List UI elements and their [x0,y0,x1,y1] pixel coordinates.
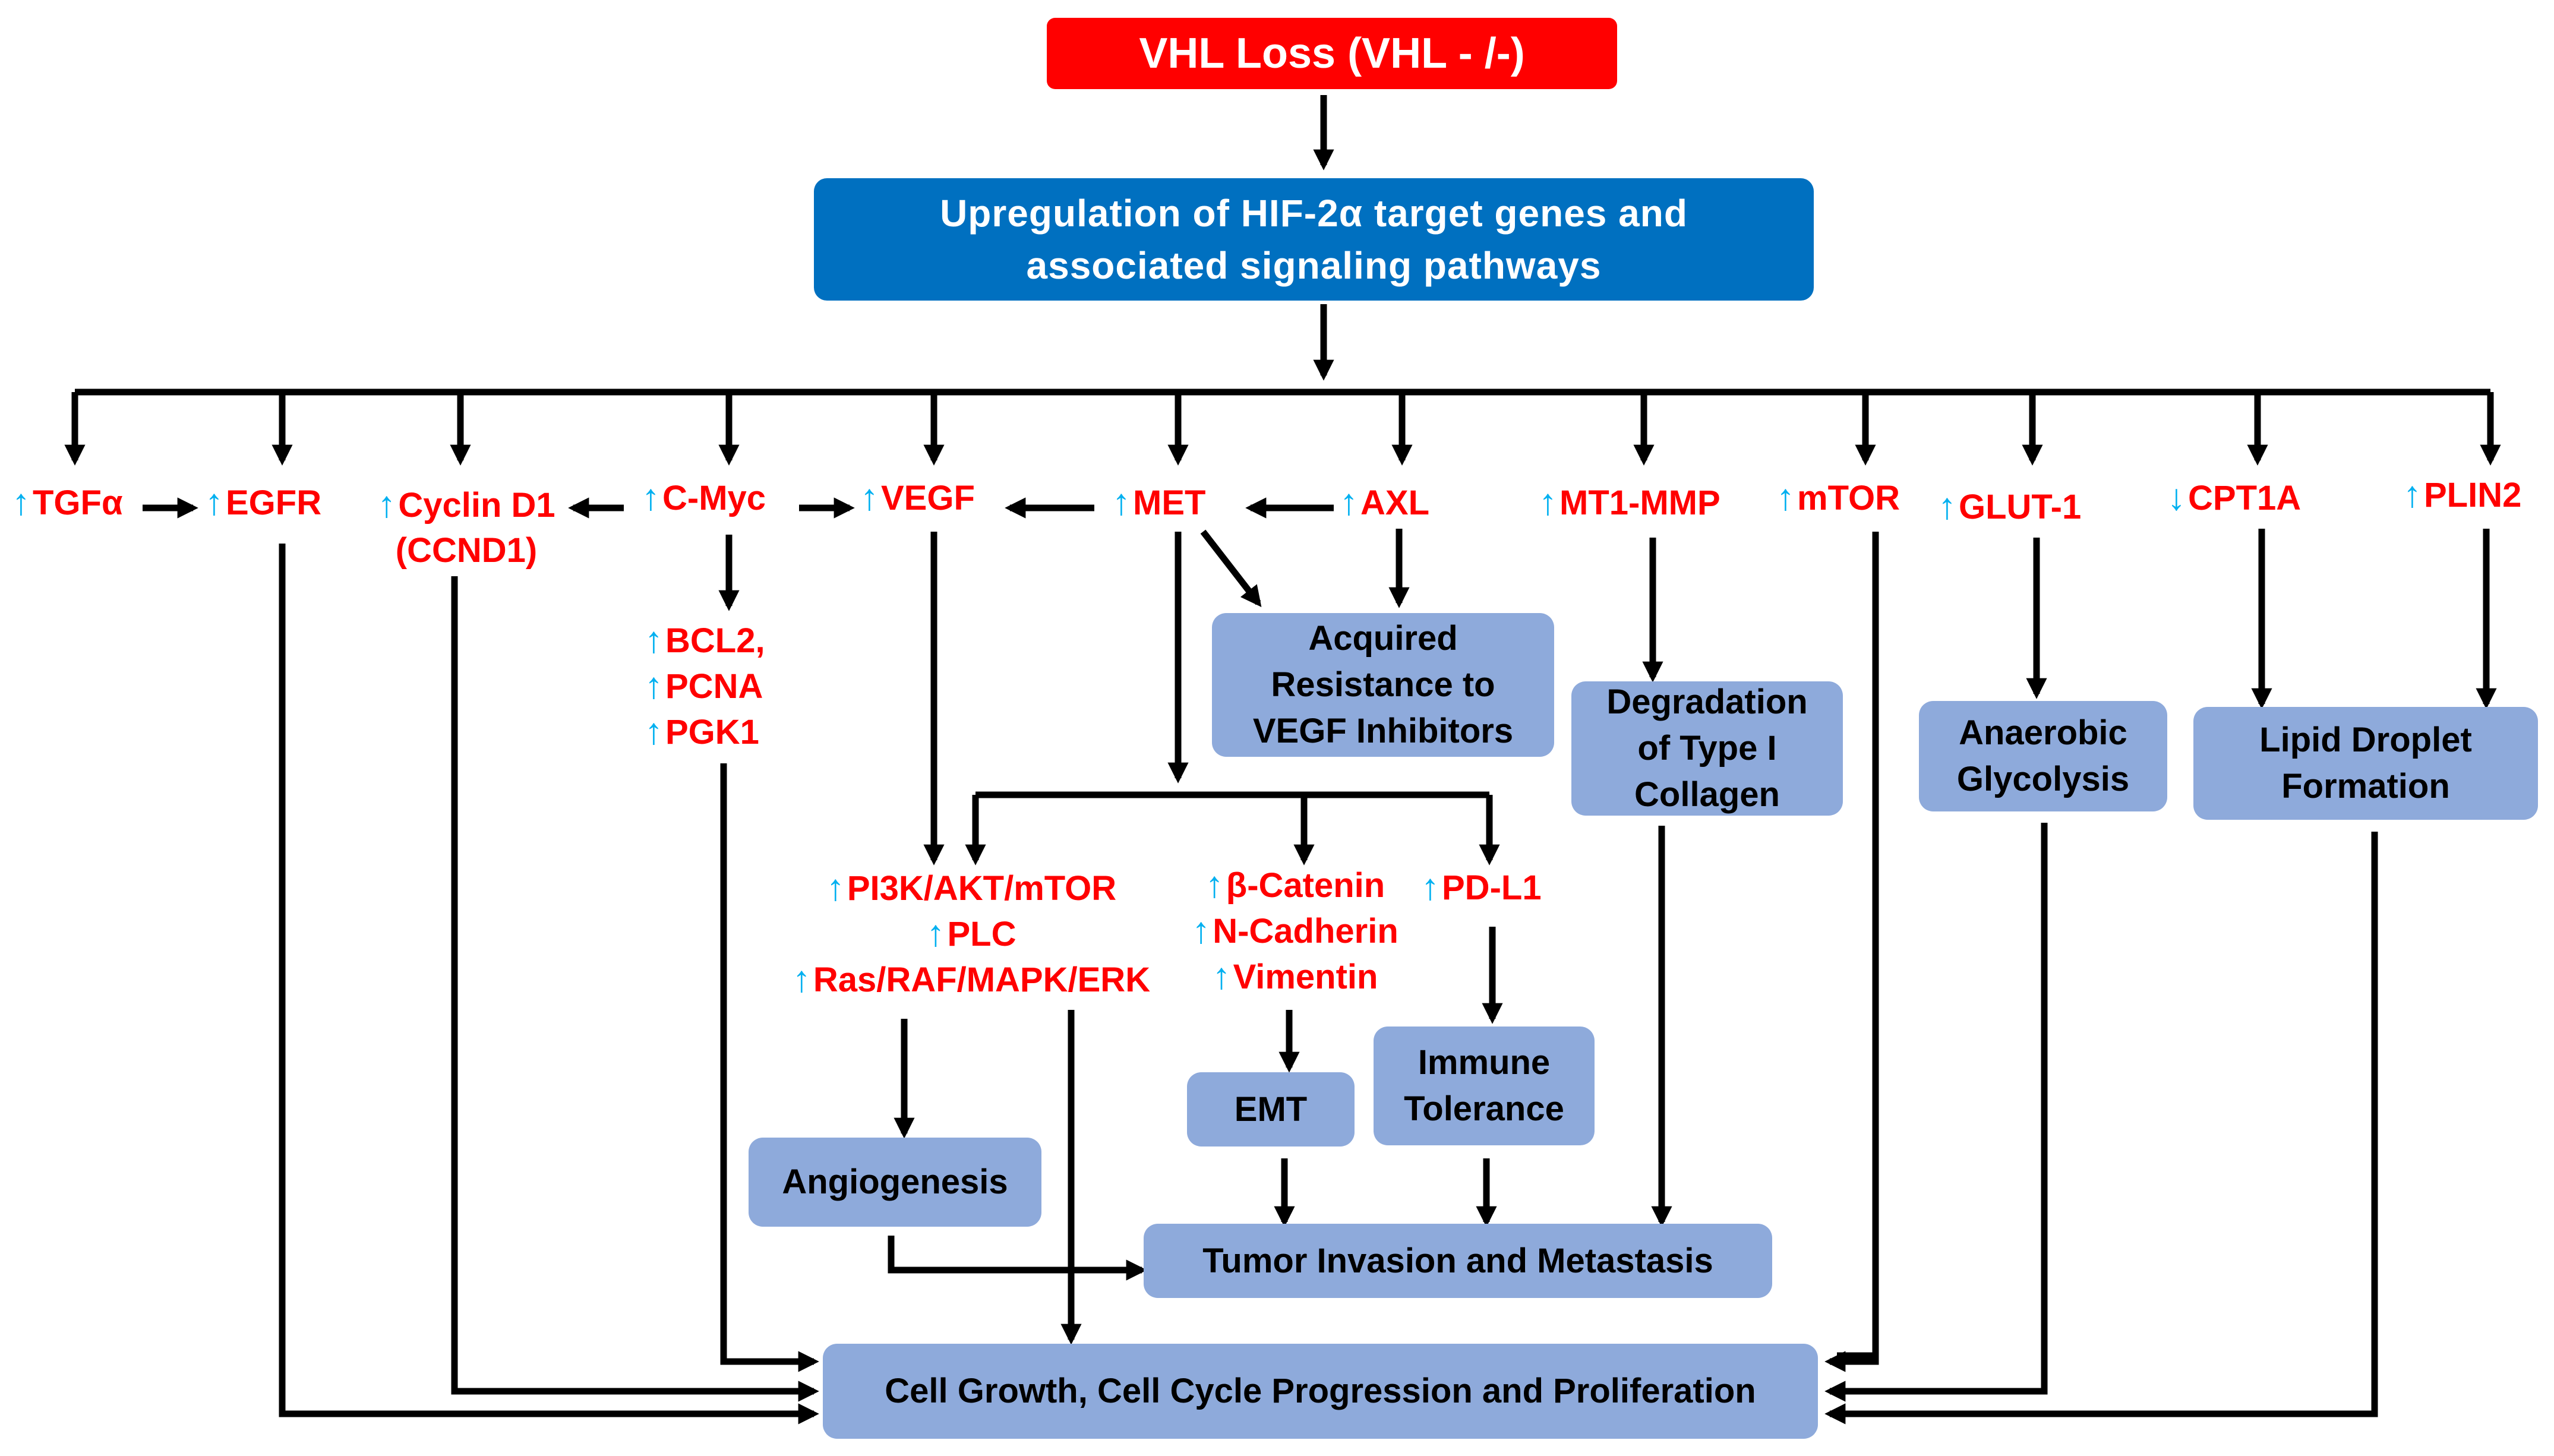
up-arrow-icon: ↑ [12,482,30,523]
up-arrow-icon: ↑ [645,711,663,752]
up-arrow-icon: ↑ [1776,477,1795,518]
angiogenesis-box: Angiogenesis [749,1138,1041,1227]
gene-plin2: ↑PLIN2 [2403,472,2521,518]
gene-egfr: ↑EGFR [205,480,321,526]
up-arrow-icon: ↑ [792,959,811,1000]
hif-upregulation-box: Upregulation of HIF-2α target genes and … [814,178,1814,301]
collagen-degradation-box: Degradation of Type I Collagen [1571,681,1843,816]
up-arrow-icon: ↑ [205,482,223,523]
up-arrow-icon: ↑ [1112,482,1131,523]
up-arrow-icon: ↑ [1340,482,1358,523]
gene-bcl2-pcna-pgk1: ↑BCL2, ↑PCNA ↑PGK1 [645,618,765,755]
up-arrow-icon: ↑ [826,867,845,908]
gene-pi3k-plc-ras: ↑PI3K/AKT/mTOR ↑PLC ↑Ras/RAF/MAPK/ERK [743,866,1200,1003]
hif-line-2: associated signaling pathways [1026,244,1602,287]
gene-ccnd1: ↑Cyclin D1 (CCND1) [353,482,579,573]
gene-mt1mmp: ↑MT1-MMP [1539,480,1720,526]
up-arrow-icon: ↑ [645,665,663,706]
gene-pdl1: ↑PD-L1 [1421,865,1542,911]
gene-glut1: ↑GLUT-1 [1938,484,2081,530]
vhl-loss-box: VHL Loss (VHL - /-) [1047,18,1617,89]
gene-catenin-cadherin-vimentin: ↑β-Catenin ↑N-Cadherin ↑Vimentin [1170,863,1420,1000]
gene-met: ↑MET [1112,480,1205,526]
up-arrow-icon: ↑ [860,477,879,518]
up-arrow-icon: ↑ [1192,910,1211,951]
lipid-droplet-box: Lipid Droplet Formation [2193,707,2538,820]
acquired-resistance-box: Acquired Resistance to VEGF Inhibitors [1212,613,1554,757]
anaerobic-glycolysis-box: Anaerobic Glycolysis [1919,701,2167,811]
gene-tgfa: ↑TGFα [12,480,123,526]
vhl-loss-label: VHL Loss (VHL - /-) [1139,30,1525,77]
up-arrow-icon: ↑ [1938,486,1956,527]
gene-vegf: ↑VEGF [860,475,975,521]
gene-axl: ↑AXL [1340,480,1429,526]
hif-line-1: Upregulation of HIF-2α target genes and [940,192,1688,235]
emt-box: EMT [1187,1072,1355,1147]
up-arrow-icon: ↑ [1212,956,1231,997]
tumor-invasion-box: Tumor Invasion and Metastasis [1144,1224,1772,1298]
gene-mtor: ↑mTOR [1776,475,1900,521]
immune-tolerance-box: Immune Tolerance [1374,1027,1595,1145]
up-arrow-icon: ↑ [2403,474,2422,515]
up-arrow-icon: ↑ [377,484,396,525]
up-arrow-icon: ↑ [642,477,660,518]
gene-cpt1a: ↓CPT1A [2167,475,2301,521]
up-arrow-icon: ↑ [645,620,663,661]
up-arrow-icon: ↑ [926,913,945,954]
gene-cmyc: ↑C-Myc [642,475,766,521]
up-arrow-icon: ↑ [1205,864,1224,905]
down-arrow-icon: ↓ [2167,477,2186,518]
up-arrow-icon: ↑ [1539,482,1557,523]
up-arrow-icon: ↑ [1421,867,1439,908]
cell-growth-box: Cell Growth, Cell Cycle Progression and … [823,1344,1818,1439]
